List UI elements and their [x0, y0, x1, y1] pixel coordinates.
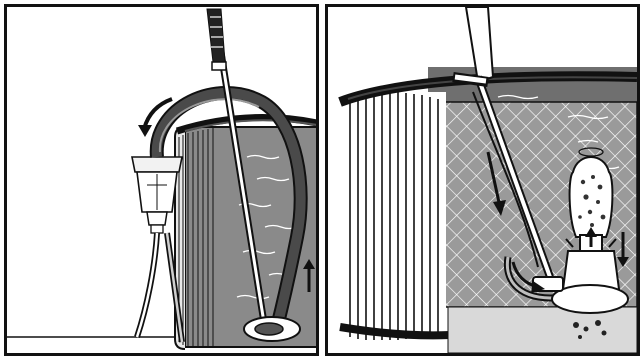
right-panel: [325, 4, 640, 356]
right-panel-drawing: [328, 7, 637, 353]
left-panel-drawing: [7, 7, 316, 353]
pool-ribbed-wall: [346, 92, 446, 340]
pool-floor: [448, 307, 637, 353]
vacuum-head: [244, 317, 300, 341]
left-panel: [4, 4, 319, 356]
